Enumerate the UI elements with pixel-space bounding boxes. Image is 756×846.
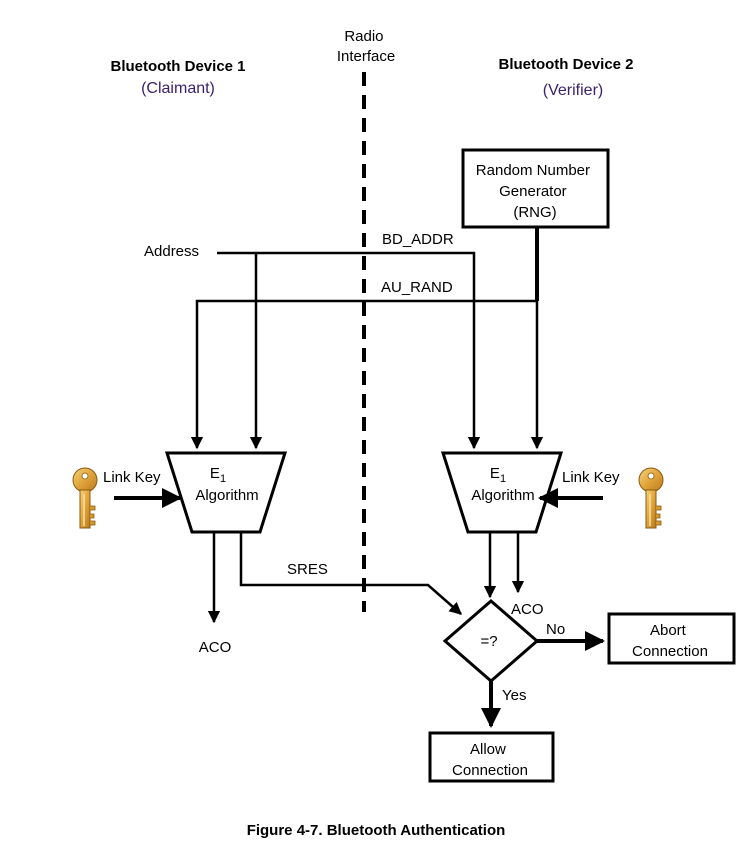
aco-right-label: ACO [511,601,544,618]
au-rand-label: AU_RAND [381,279,453,296]
e1-right-name: E1 [490,465,506,485]
e1-right-algo: Algorithm [471,487,534,504]
key-icon [72,467,98,529]
sres-wire [239,532,462,615]
key-icon [638,467,664,529]
allow-connection-box [428,731,555,783]
compare-label: =? [480,633,497,650]
allow-connection-label: Allow Connection [452,741,528,779]
address-label: Address [144,243,199,260]
figure-caption: Figure 4-7. Bluetooth Authentication [247,822,506,839]
abort-connection-box [607,612,736,665]
bd-addr-wire [217,251,481,450]
e1-algorithm-left [164,451,288,534]
rng-label: Random Number Generator (RNG) [476,162,594,221]
link-key-left-label: Link Key [103,469,161,486]
sres-label: SRES [287,561,328,578]
device1-role: (Claimant) [141,80,215,97]
device2-role: (Verifier) [543,82,603,99]
device1-title: Bluetooth Device 1 [110,58,245,75]
e1-left-algo: Algorithm [195,487,258,504]
yes-label: Yes [502,687,526,704]
e1-left-name: E1 [210,465,226,485]
bd-addr-label: BD_ADDR [382,231,454,248]
radio-interface-label: Radio Interface [337,28,395,65]
e1-algorithm-right [440,451,564,534]
abort-connection-label: Abort Connection [632,622,708,660]
au-rand-wire [190,299,537,450]
aco-left-label: ACO [199,639,232,656]
link-key-right-label: Link Key [562,469,620,486]
device2-title: Bluetooth Device 2 [498,56,633,73]
no-label: No [546,621,565,638]
